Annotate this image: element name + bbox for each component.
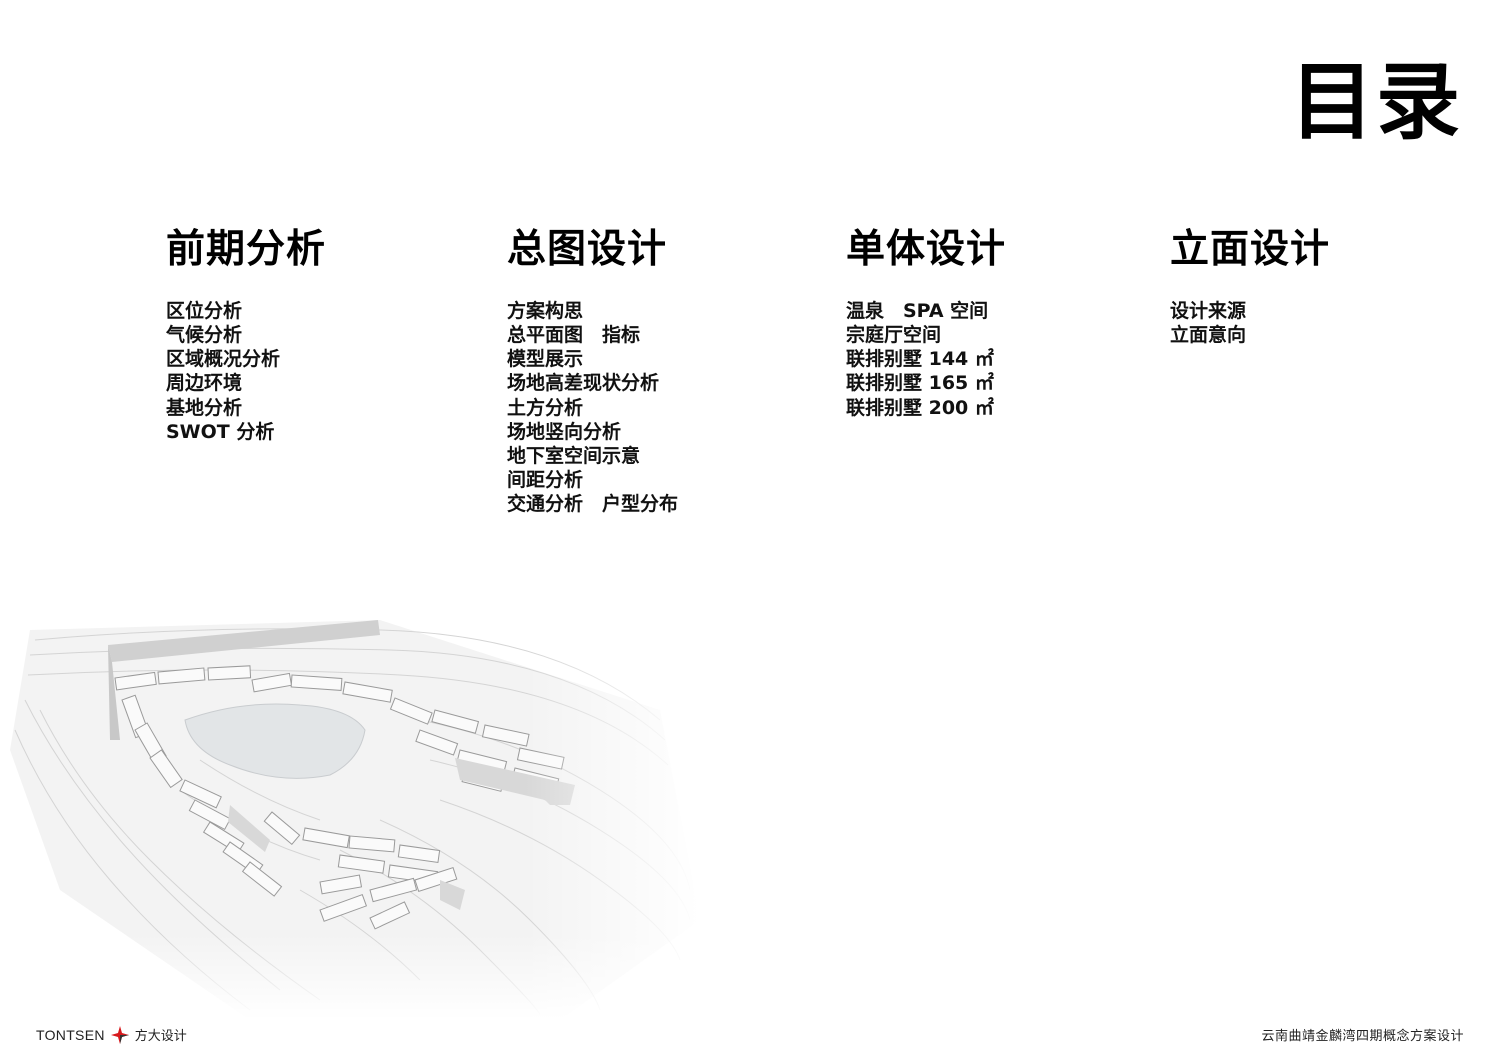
section-preliminary-analysis: 前期分析 区位分析 气候分析 区域概况分析 周边环境 基地分析 SWOT 分析 bbox=[166, 227, 327, 444]
toc-item[interactable]: 温泉 SPA 空间 bbox=[846, 299, 989, 322]
section-elevation-design: 立面设计 设计来源 立面意向 bbox=[1170, 227, 1331, 347]
section-heading: 总图设计 bbox=[507, 227, 668, 272]
toc-item[interactable]: 设计来源 bbox=[1170, 299, 1247, 322]
toc-item[interactable]: 地下室空间示意 bbox=[507, 445, 641, 468]
toc-item[interactable]: 间距分析 bbox=[507, 469, 584, 492]
toc-item[interactable]: 土方分析 bbox=[507, 396, 584, 419]
toc-item[interactable]: 联排别墅 165 ㎡ bbox=[846, 372, 994, 395]
project-title: 云南曲靖金麟湾四期概念方案设计 bbox=[1261, 1029, 1464, 1044]
logo-text-en: TONTSEN bbox=[36, 1026, 105, 1043]
company-logo: TONTSEN 方大设计 bbox=[36, 1025, 187, 1044]
toc-item[interactable]: 模型展示 bbox=[507, 348, 584, 371]
toc-item[interactable]: 联排别墅 144 ㎡ bbox=[846, 348, 994, 371]
section-master-plan-design: 总图设计 方案构思 总平面图 指标 模型展示 场地高差现状分析 土方分析 场地竖… bbox=[507, 227, 678, 517]
toc-item[interactable]: 宗庭厅空间 bbox=[846, 324, 942, 347]
section-heading: 立面设计 bbox=[1170, 227, 1331, 272]
toc-item[interactable]: 联排别墅 200 ㎡ bbox=[846, 396, 994, 419]
toc-item[interactable]: 周边环境 bbox=[166, 372, 243, 395]
toc-item[interactable]: 方案构思 bbox=[507, 299, 584, 322]
toc-item[interactable]: 立面意向 bbox=[1170, 324, 1247, 347]
toc-item[interactable]: 总平面图 指标 bbox=[507, 324, 641, 347]
toc-item[interactable]: 基地分析 bbox=[166, 396, 243, 419]
section-item-list: 温泉 SPA 空间 宗庭厅空间 联排别墅 144 ㎡ 联排别墅 165 ㎡ 联排… bbox=[846, 299, 1006, 420]
site-model-illustration bbox=[0, 590, 700, 1020]
section-heading: 前期分析 bbox=[166, 227, 327, 272]
toc-item[interactable]: SWOT 分析 bbox=[166, 420, 275, 443]
logo-mark-icon bbox=[110, 1025, 129, 1044]
page-title: 目录 bbox=[1289, 53, 1462, 151]
section-building-design: 单体设计 温泉 SPA 空间 宗庭厅空间 联排别墅 144 ㎡ 联排别墅 165… bbox=[846, 227, 1007, 420]
toc-item[interactable]: 区位分析 bbox=[166, 299, 243, 322]
toc-item[interactable]: 场地高差现状分析 bbox=[507, 372, 660, 395]
section-heading: 单体设计 bbox=[846, 227, 1007, 272]
logo-text-cn: 方大设计 bbox=[134, 1029, 187, 1044]
toc-item[interactable]: 交通分析 户型分布 bbox=[507, 493, 679, 516]
toc-item[interactable]: 气候分析 bbox=[166, 324, 243, 347]
toc-item[interactable]: 场地竖向分析 bbox=[507, 420, 622, 443]
section-item-list: 设计来源 立面意向 bbox=[1170, 299, 1330, 347]
section-item-list: 区位分析 气候分析 区域概况分析 周边环境 基地分析 SWOT 分析 bbox=[166, 299, 326, 444]
section-item-list: 方案构思 总平面图 指标 模型展示 场地高差现状分析 土方分析 场地竖向分析 地… bbox=[507, 299, 678, 517]
toc-item[interactable]: 区域概况分析 bbox=[166, 348, 281, 371]
